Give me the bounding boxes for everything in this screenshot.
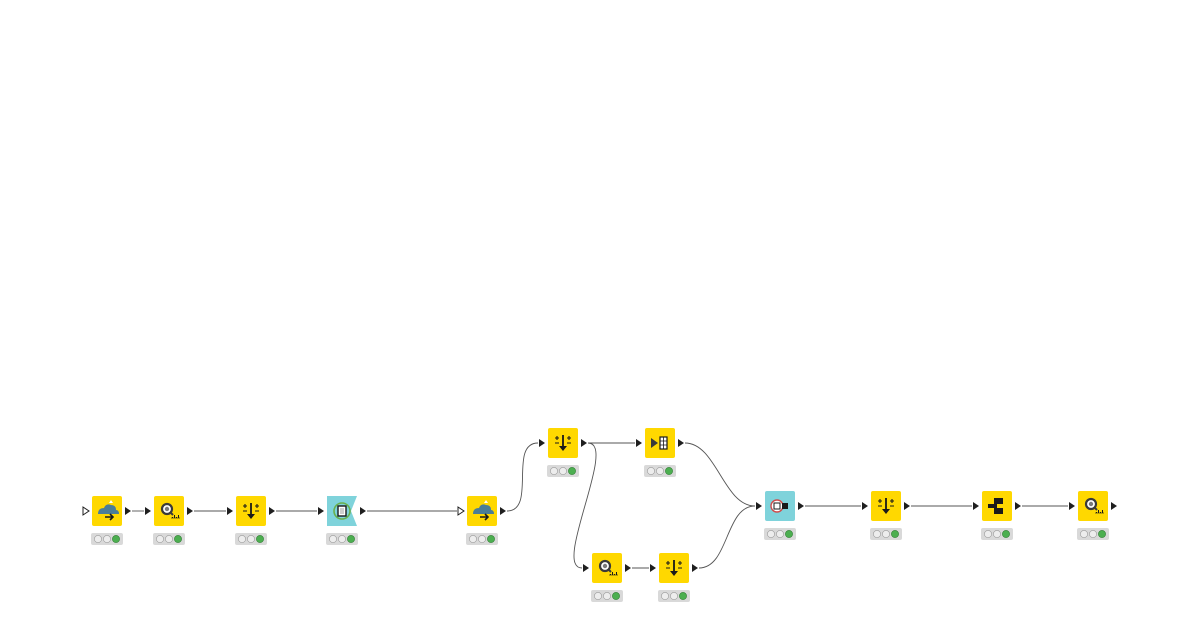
workflow-node[interactable] [318, 496, 366, 545]
joiner-icon [770, 499, 788, 513]
node-status-indicator [466, 533, 498, 545]
input-port[interactable] [227, 507, 233, 515]
input-port[interactable] [650, 564, 656, 572]
node-status-indicator [153, 533, 185, 545]
connection-line[interactable] [698, 505, 756, 569]
connection-line[interactable] [506, 442, 539, 512]
workflow-node[interactable] [650, 553, 698, 602]
magnifier-chart-icon [598, 559, 618, 576]
node-status-indicator [91, 533, 123, 545]
magnifier-chart-icon [160, 502, 180, 519]
workflow-node[interactable] [583, 553, 631, 602]
workflow-node[interactable] [82, 496, 131, 545]
column-sort-icon [878, 498, 894, 514]
input-port[interactable] [318, 507, 324, 515]
node-status-indicator [764, 528, 796, 540]
workflow-node[interactable] [862, 491, 910, 540]
workflow-node[interactable] [457, 496, 506, 545]
node-status-indicator [658, 590, 690, 602]
cloud-upload-icon [98, 500, 119, 521]
workflow-node[interactable] [227, 496, 275, 545]
workflow-node[interactable] [636, 428, 684, 477]
column-filter-icon [651, 436, 668, 450]
node-status-indicator [1077, 528, 1109, 540]
input-port[interactable] [973, 502, 979, 510]
connection-line[interactable] [684, 442, 756, 507]
output-port[interactable] [625, 564, 631, 572]
input-port[interactable] [583, 564, 589, 572]
workflow-node[interactable] [973, 491, 1021, 540]
input-port[interactable] [862, 502, 868, 510]
workflow-node[interactable] [145, 496, 193, 545]
branch-icon [988, 498, 1003, 514]
input-port[interactable] [539, 439, 545, 447]
output-port[interactable] [581, 439, 587, 447]
output-port[interactable] [904, 502, 910, 510]
loop-start-icon [333, 502, 351, 520]
node-status-indicator [981, 528, 1013, 540]
output-port[interactable] [360, 507, 366, 515]
output-port[interactable] [1111, 502, 1117, 510]
node-status-indicator [591, 590, 623, 602]
output-port[interactable] [187, 507, 193, 515]
connections-layer [132, 442, 1068, 569]
connection-line[interactable] [573, 442, 597, 569]
nodes-layer [82, 428, 1117, 602]
input-port[interactable] [1069, 502, 1075, 510]
output-port[interactable] [1015, 502, 1021, 510]
node-status-indicator [235, 533, 267, 545]
workflow-node[interactable] [539, 428, 587, 477]
input-port[interactable] [756, 502, 762, 510]
column-sort-icon [555, 435, 571, 451]
output-port[interactable] [692, 564, 698, 572]
column-sort-icon [243, 503, 259, 519]
output-port[interactable] [269, 507, 275, 515]
input-port[interactable] [82, 506, 90, 516]
node-status-indicator [644, 465, 676, 477]
input-port[interactable] [636, 439, 642, 447]
node-status-indicator [326, 533, 358, 545]
node-status-indicator [870, 528, 902, 540]
output-port[interactable] [500, 507, 506, 515]
workflow-node[interactable] [1069, 491, 1117, 540]
cloud-upload-icon [473, 500, 494, 521]
input-port[interactable] [457, 506, 465, 516]
column-sort-icon [666, 560, 682, 576]
output-port[interactable] [678, 439, 684, 447]
output-port[interactable] [798, 502, 804, 510]
input-port[interactable] [145, 507, 151, 515]
magnifier-chart-icon [1084, 497, 1104, 514]
output-port[interactable] [125, 507, 131, 515]
node-status-indicator [547, 465, 579, 477]
workflow-node[interactable] [756, 491, 804, 540]
